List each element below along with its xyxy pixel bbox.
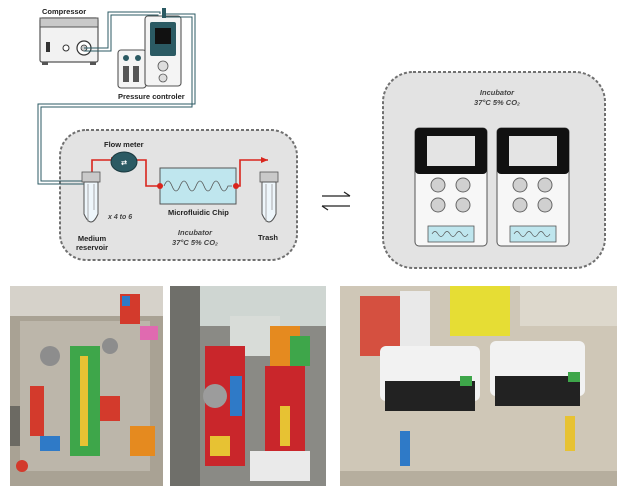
incubator-left-title: Incubator xyxy=(177,228,213,237)
microfluidic-chip-label: Microfluidic Chip xyxy=(168,208,229,217)
photo-chip-array xyxy=(10,286,163,486)
flow-meter-label: Flow meter xyxy=(104,140,144,149)
incubator-unit-left xyxy=(414,127,488,247)
flow-meter-icon: ⇄ xyxy=(110,151,138,173)
medium-reservoir-tube xyxy=(81,171,101,223)
incubator-left-conditions: 37°C 5% CO₂ xyxy=(172,238,218,247)
medium-reservoir-label-line2: reservoir xyxy=(75,243,109,252)
photo-reservoir-rack xyxy=(170,286,326,486)
trash-label: Trash xyxy=(258,233,279,242)
pressure-controller-device xyxy=(117,8,182,89)
multiplier-label: x 4 to 6 xyxy=(108,214,133,221)
incubator-unit-right xyxy=(496,127,570,247)
trash-tube xyxy=(259,171,279,223)
medium-reservoir-label: Medium reservoir xyxy=(72,234,112,252)
setup-diagram: ⇄ xyxy=(37,8,606,269)
medium-reservoir-label-line1: Medium xyxy=(77,234,107,243)
svg-text:⇄: ⇄ xyxy=(121,159,127,167)
incubator-right-conditions: 37°C 5% CO₂ xyxy=(474,98,520,107)
photo-incubator-devices xyxy=(340,286,617,486)
air-tubing xyxy=(37,11,196,185)
microfluidic-chip xyxy=(157,167,239,205)
compressor-device xyxy=(39,17,99,65)
pressure-controller-label: Pressure controler xyxy=(118,92,185,101)
bidirectional-arrows-icon xyxy=(321,191,351,211)
incubator-right-title: Incubator xyxy=(479,88,515,97)
compressor-label: Compressor xyxy=(42,7,87,16)
